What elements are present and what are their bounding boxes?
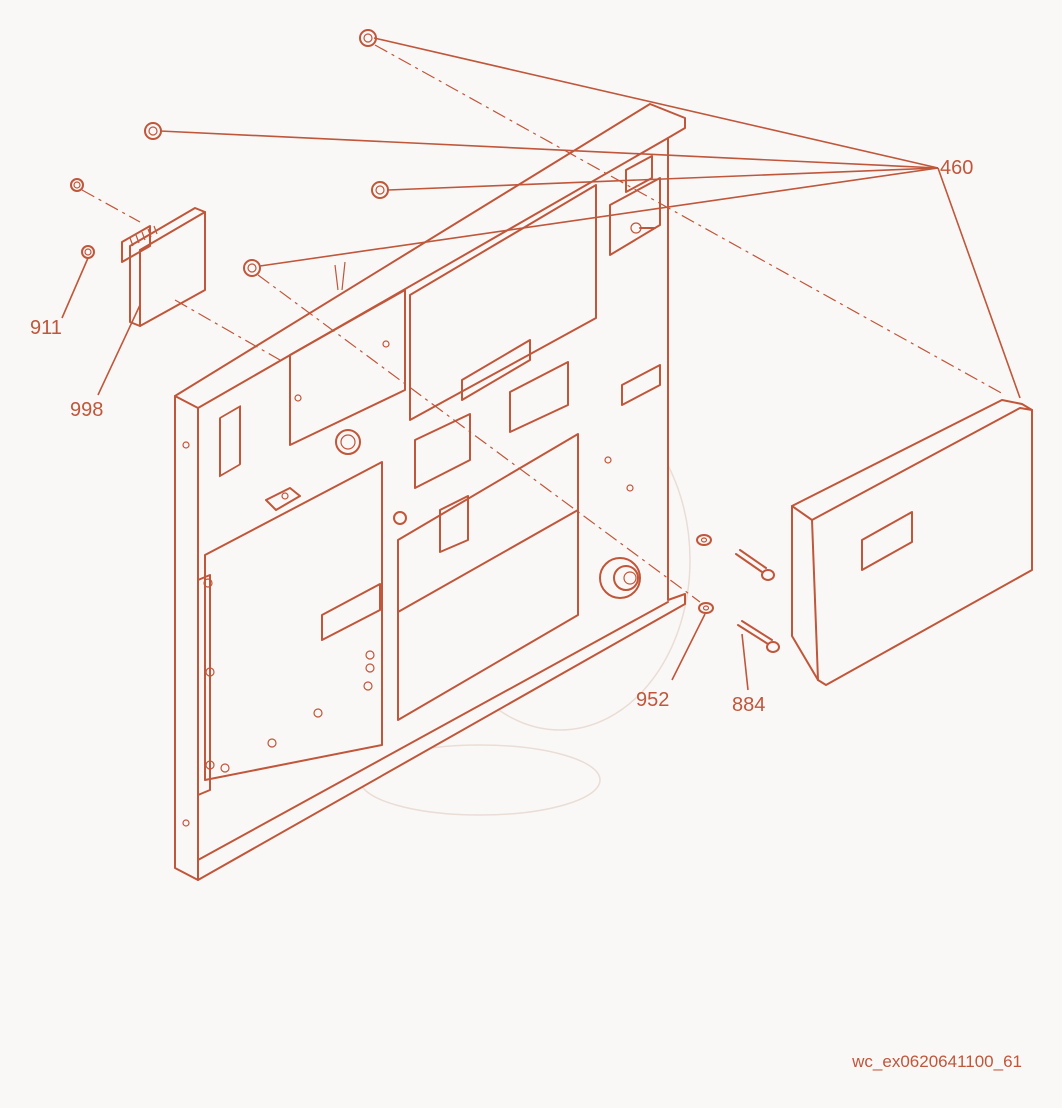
label-998: 998 — [70, 399, 103, 421]
main-panel — [174, 103, 686, 881]
washer-952-b — [698, 602, 714, 614]
nut-460-c — [371, 181, 389, 199]
label-911: 911 — [30, 317, 62, 339]
bolt-884-b — [737, 620, 780, 653]
control-box-cover — [791, 399, 1033, 686]
label-460: 460 — [940, 157, 973, 179]
label-884: 884 — [732, 694, 765, 716]
bolt-884-a — [735, 549, 775, 581]
nut-460-b — [144, 122, 162, 140]
nut-911-a — [70, 178, 84, 192]
nut-460-a — [359, 29, 377, 47]
drawing-id: wc_ex0620641100_61 — [852, 1052, 1022, 1071]
leader-lines — [61, 37, 1021, 691]
label-952: 952 — [636, 689, 669, 711]
washer-952-a — [696, 534, 712, 546]
nut-460-d — [243, 259, 261, 277]
assembly-lines — [81, 44, 1006, 603]
nut-911-b — [81, 245, 95, 259]
module-998 — [121, 207, 206, 327]
